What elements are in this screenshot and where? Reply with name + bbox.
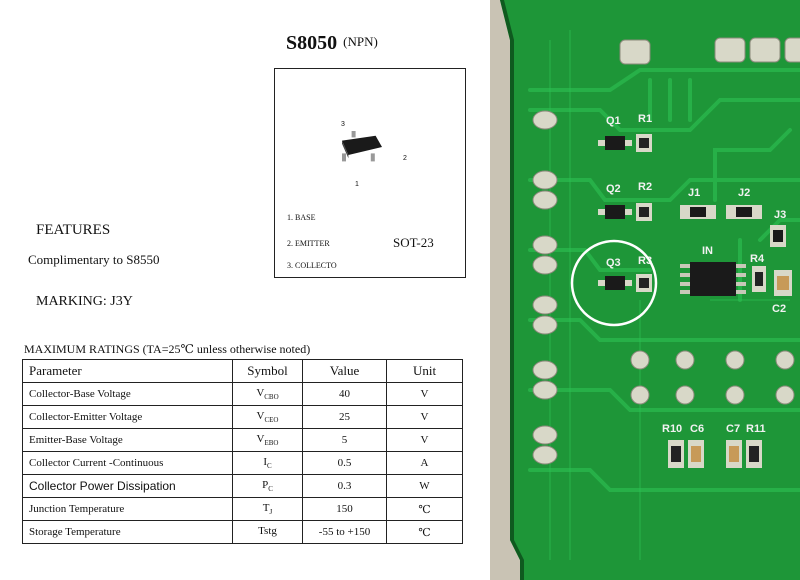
features-heading: FEATURES — [36, 222, 111, 238]
silk-r11: R11 — [746, 423, 766, 435]
silk-q3: Q3 — [606, 257, 621, 269]
silk-j1: J1 — [688, 187, 700, 199]
cell-parameter: Collector-Emitter Voltage — [22, 405, 233, 429]
cell-parameter: Collector-Base Voltage — [22, 382, 233, 406]
symbol-letter: Tstg — [258, 524, 277, 537]
symbol-letter: I — [263, 455, 267, 468]
header-unit: Unit — [386, 359, 463, 383]
symbol-subscript: EBO — [264, 439, 279, 448]
symbol-subscript: J — [269, 508, 273, 517]
header-parameter: Parameter — [22, 359, 233, 383]
silk-r2: R2 — [638, 181, 652, 193]
pin-number-2: 2 — [403, 155, 407, 162]
cell-symbol: Tstg — [232, 520, 303, 544]
table-row: Storage Temperature Tstg -55 to +150℃ — [22, 520, 463, 544]
silk-c6: C6 — [690, 423, 704, 435]
silk-u1: IN — [702, 245, 713, 257]
pin-number-1: 1 — [355, 181, 359, 188]
header-value: Value — [302, 359, 387, 383]
symbol-subscript: CBO — [264, 393, 279, 402]
silk-j3: J3 — [774, 209, 786, 221]
cell-value: 150 — [302, 497, 387, 521]
cell-unit: V — [386, 382, 463, 406]
cell-unit: V — [386, 428, 463, 452]
cell-parameter: Collector Power Dissipation — [22, 474, 233, 498]
package-diagram: 3 2 1 1. BASE 2. EMITTER 3. COLLECTO SOT… — [274, 68, 466, 278]
features-text: Complimentary to S8550 — [28, 252, 160, 267]
sot23-chip-icon — [342, 131, 382, 162]
symbol-letter: P — [262, 478, 269, 491]
cell-parameter: Junction Temperature — [22, 497, 233, 521]
pcb-photo: Q1 R1 Q2 R2 J1 J2 J3 Q3 R3 IN R4 C2 R10 … — [490, 0, 800, 580]
marking-text: MARKING: J3Y — [36, 294, 133, 309]
part-type: (NPN) — [343, 34, 378, 49]
silk-q2: Q2 — [606, 183, 621, 195]
cell-symbol: TJ — [232, 497, 303, 521]
part-title: S8050 (NPN) — [286, 32, 378, 55]
symbol-subscript: C — [268, 485, 273, 494]
silk-c7: C7 — [726, 423, 740, 435]
silk-r1: R1 — [638, 113, 652, 125]
ratings-heading: MAXIMUM RATINGS (TA=25℃ unless otherwise… — [24, 342, 311, 356]
cell-unit: W — [386, 474, 463, 498]
cell-value: -55 to +150 — [302, 520, 387, 544]
q3-highlight-circle — [570, 239, 658, 327]
silk-r10: R10 — [662, 423, 682, 435]
cell-value: 5 — [302, 428, 387, 452]
silk-r4: R4 — [750, 253, 765, 265]
cell-symbol: PC — [232, 474, 303, 498]
cell-value: 0.5 — [302, 451, 387, 475]
cell-symbol: VCEO — [232, 405, 303, 429]
cell-value: 40 — [302, 382, 387, 406]
silk-j2: J2 — [738, 187, 750, 199]
header-symbol: Symbol — [232, 359, 303, 383]
silk-c2: C2 — [772, 303, 786, 315]
cell-symbol: IC — [232, 451, 303, 475]
cell-value: 25 — [302, 405, 387, 429]
silk-q1: Q1 — [606, 115, 621, 127]
cell-unit: ℃ — [386, 497, 463, 521]
part-number: S8050 — [286, 32, 338, 54]
cell-parameter: Emitter-Base Voltage — [22, 428, 233, 452]
cell-unit: A — [386, 451, 463, 475]
ratings-table: Parameter Symbol Value Unit Collector-Ba… — [22, 359, 463, 544]
table-header-row: Parameter Symbol Value Unit — [22, 359, 463, 383]
symbol-letter: V — [256, 386, 265, 399]
cell-symbol: VCBO — [232, 382, 303, 406]
symbol-letter: V — [256, 432, 265, 445]
symbol-subscript: CEO — [264, 416, 279, 425]
pcb-board-image: Q1 R1 Q2 R2 J1 J2 J3 Q3 R3 IN R4 C2 R10 … — [490, 0, 800, 580]
pin-3-name: 3. COLLECTO — [287, 261, 337, 270]
cell-symbol: VEBO — [232, 428, 303, 452]
pin-2-name: 2. EMITTER — [287, 239, 330, 248]
symbol-letter: V — [256, 409, 265, 422]
cell-parameter: Storage Temperature — [22, 520, 233, 544]
datasheet-panel: S8050 (NPN) 3 2 1 1. BASE 2. EMITTER 3. C… — [22, 32, 466, 544]
cell-parameter: Collector Current -Continuous — [22, 451, 233, 475]
pin-number-3: 3 — [341, 121, 345, 128]
symbol-subscript: C — [267, 462, 272, 471]
pin-1-name: 1. BASE — [287, 213, 316, 222]
package-name: SOT-23 — [393, 235, 434, 250]
cell-value: 0.3 — [302, 474, 387, 498]
cell-unit: V — [386, 405, 463, 429]
symbol-letter: T — [262, 501, 270, 514]
cell-unit: ℃ — [386, 520, 463, 544]
